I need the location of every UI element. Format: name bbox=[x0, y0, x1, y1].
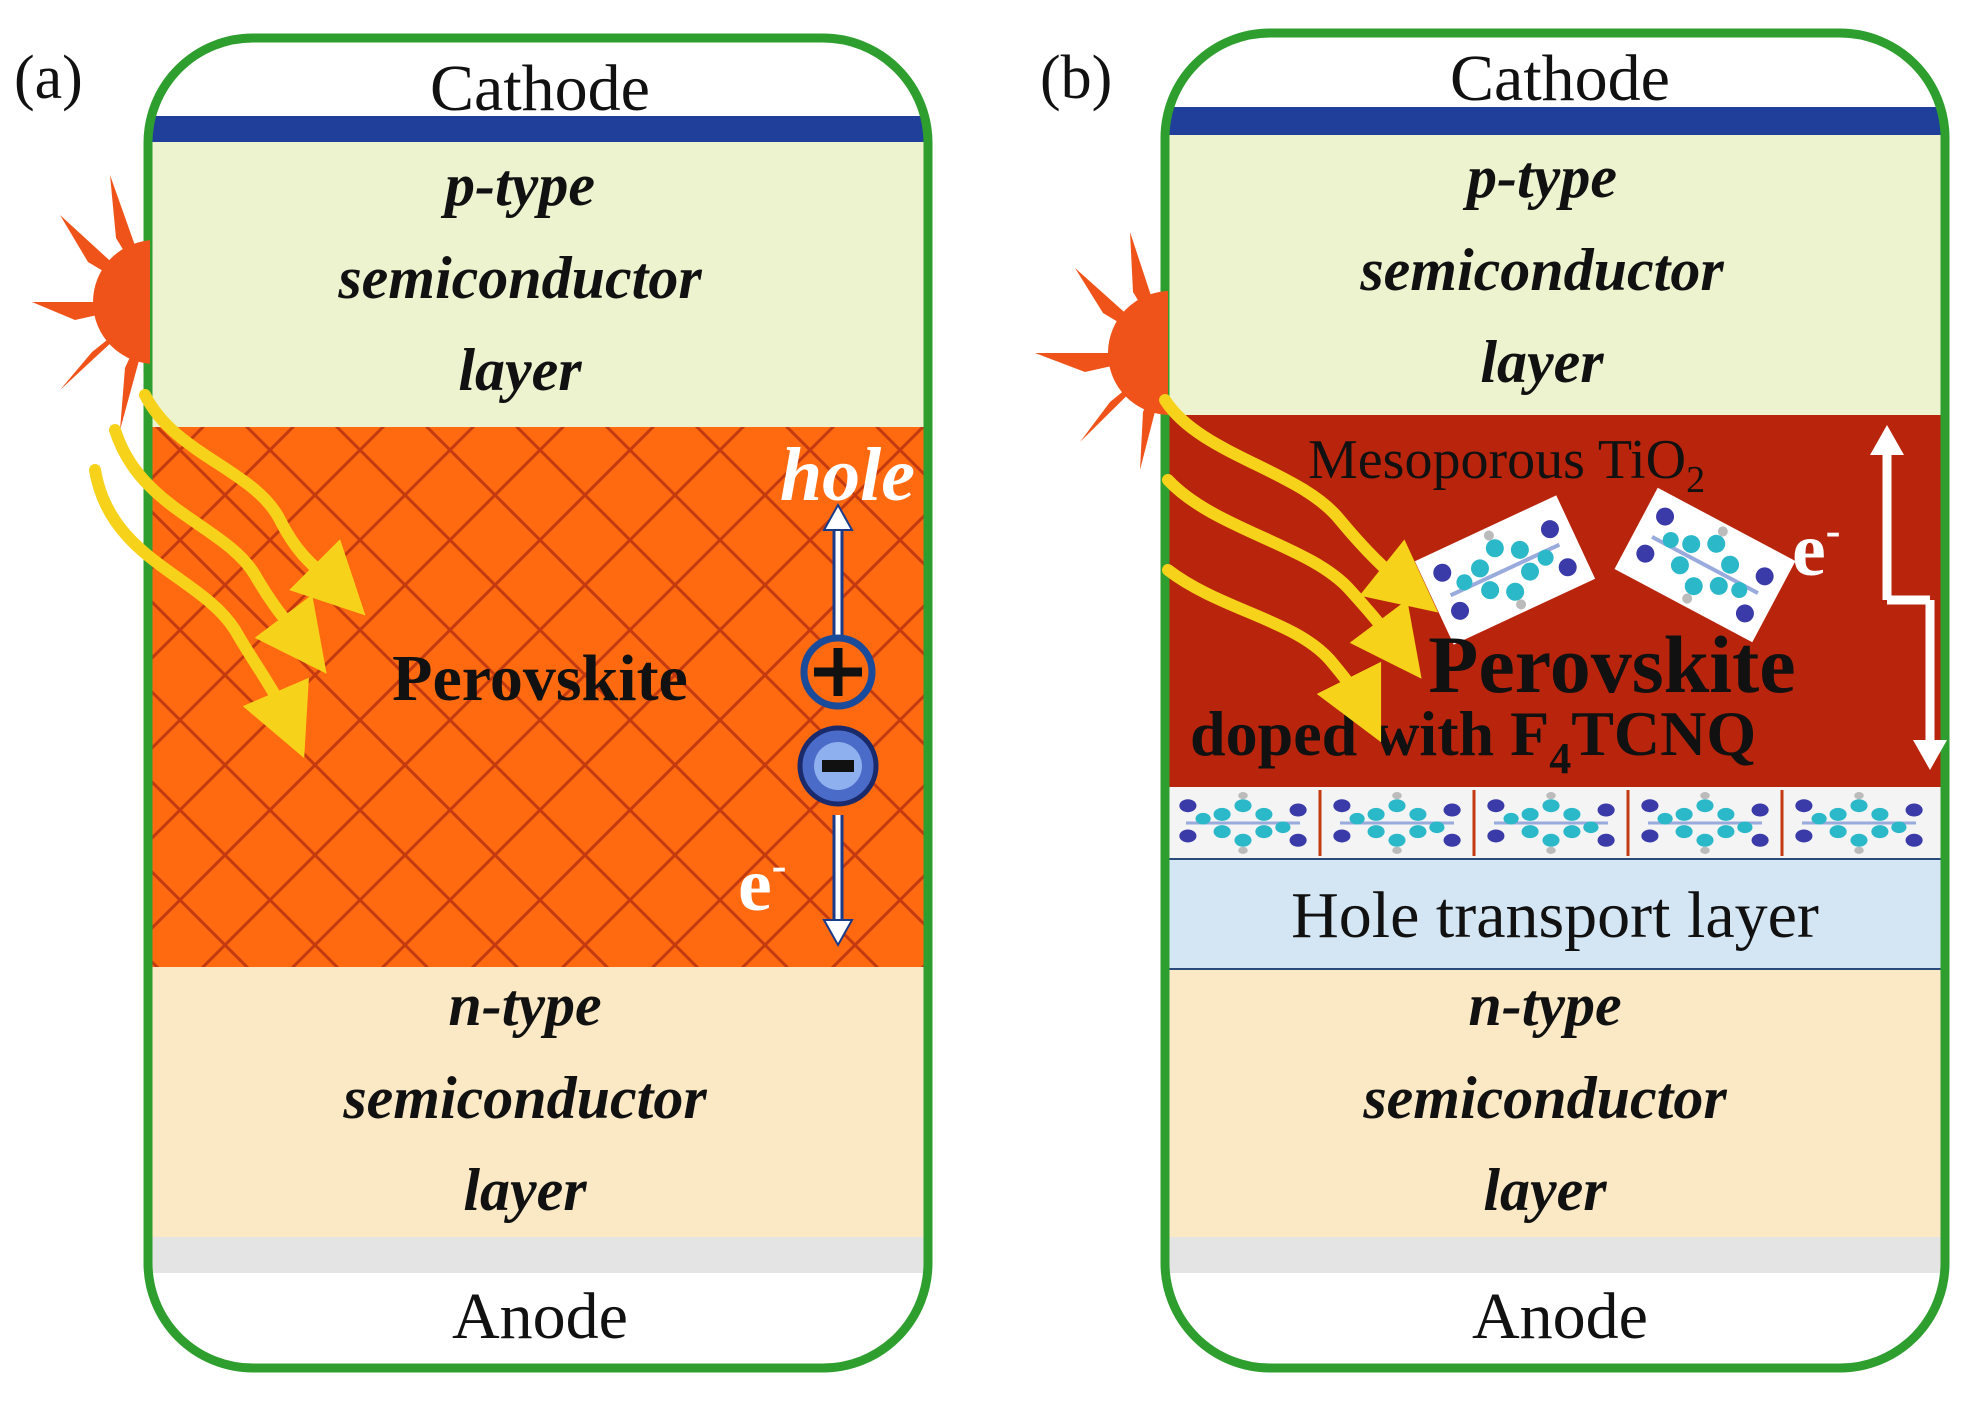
electron-label-a: e- bbox=[738, 841, 786, 927]
p-type-line3-a: layer bbox=[458, 337, 582, 403]
electron-arrow-a bbox=[822, 815, 854, 948]
n-type-line3-a: layer bbox=[463, 1157, 587, 1223]
light-rays-a bbox=[89, 389, 366, 759]
plus-charge-icon bbox=[800, 634, 876, 710]
anode-bar-b bbox=[1165, 1237, 1945, 1273]
perovskite-layer-b bbox=[1165, 415, 1945, 787]
panel-a: (a) Cathode p-type semiconductor layer P… bbox=[14, 33, 933, 1373]
perovskite-label-a: Perovskite bbox=[392, 642, 688, 715]
electron-arrowhead-up-b bbox=[1870, 425, 1904, 455]
electron-arrowhead-down-b bbox=[1913, 740, 1947, 770]
minus-charge-icon bbox=[797, 725, 879, 807]
hole-label-a: hole bbox=[780, 433, 915, 517]
anode-label-b: Anode bbox=[1472, 1280, 1648, 1353]
hole-transport-layer bbox=[1165, 859, 1945, 969]
f4tcnq-molecule-2 bbox=[1614, 487, 1796, 643]
cathode-bar-b bbox=[1165, 107, 1945, 135]
n-type-line2-a: semiconductor bbox=[342, 1065, 707, 1131]
panel-label-b: (b) bbox=[1040, 44, 1112, 112]
cathode-label-b: Cathode bbox=[1450, 42, 1670, 115]
electron-label-b: e- bbox=[1792, 506, 1840, 592]
sun-icon-a bbox=[32, 175, 150, 430]
cathode-area-b bbox=[1165, 33, 1945, 109]
p-type-layer-b bbox=[1165, 135, 1945, 415]
panel-label-a: (a) bbox=[14, 44, 83, 112]
anode-label-a: Anode bbox=[452, 1280, 628, 1353]
electron-path-arrow-b bbox=[1882, 450, 1935, 745]
f4tcnq-molecule-row bbox=[1177, 790, 1925, 856]
p-type-layer-a bbox=[148, 142, 928, 427]
perovskite-label-b: Perovskite bbox=[1428, 619, 1795, 710]
n-type-layer-a bbox=[148, 967, 928, 1237]
p-type-line1-b: p-type bbox=[1462, 144, 1617, 210]
p-type-line2-b: semiconductor bbox=[1359, 237, 1724, 303]
mesoporous-label: Mesoporous TiO2 bbox=[1308, 429, 1705, 501]
p-type-line1-a: p-type bbox=[440, 152, 595, 218]
frame-b bbox=[1160, 28, 1950, 1373]
n-type-line1-b: n-type bbox=[1468, 972, 1621, 1038]
cathode-bar-a bbox=[148, 116, 928, 142]
anode-bar-a bbox=[148, 1237, 928, 1273]
frame-a bbox=[143, 33, 933, 1373]
hole-transport-label: Hole transport layer bbox=[1291, 879, 1819, 952]
cathode-label-a: Cathode bbox=[430, 52, 650, 125]
cathode-area-a bbox=[148, 38, 928, 118]
n-type-line2-b: semiconductor bbox=[1362, 1065, 1727, 1131]
sun-icon-b bbox=[1035, 232, 1168, 470]
n-type-line1-a: n-type bbox=[448, 972, 601, 1038]
hole-arrow-a bbox=[822, 502, 854, 640]
anode-area-a bbox=[148, 1273, 928, 1368]
n-type-line3-b: layer bbox=[1483, 1157, 1607, 1223]
p-type-line3-b: layer bbox=[1480, 329, 1604, 395]
panel-b: (b) Cathode p-type semiconductor layer M… bbox=[1035, 28, 1950, 1373]
anode-area-b bbox=[1165, 1273, 1945, 1368]
n-type-layer-b bbox=[1165, 969, 1945, 1237]
light-rays-b bbox=[1159, 394, 1439, 743]
f4tcnq-molecule-1 bbox=[1414, 495, 1596, 645]
p-type-line2-a: semiconductor bbox=[337, 245, 702, 311]
